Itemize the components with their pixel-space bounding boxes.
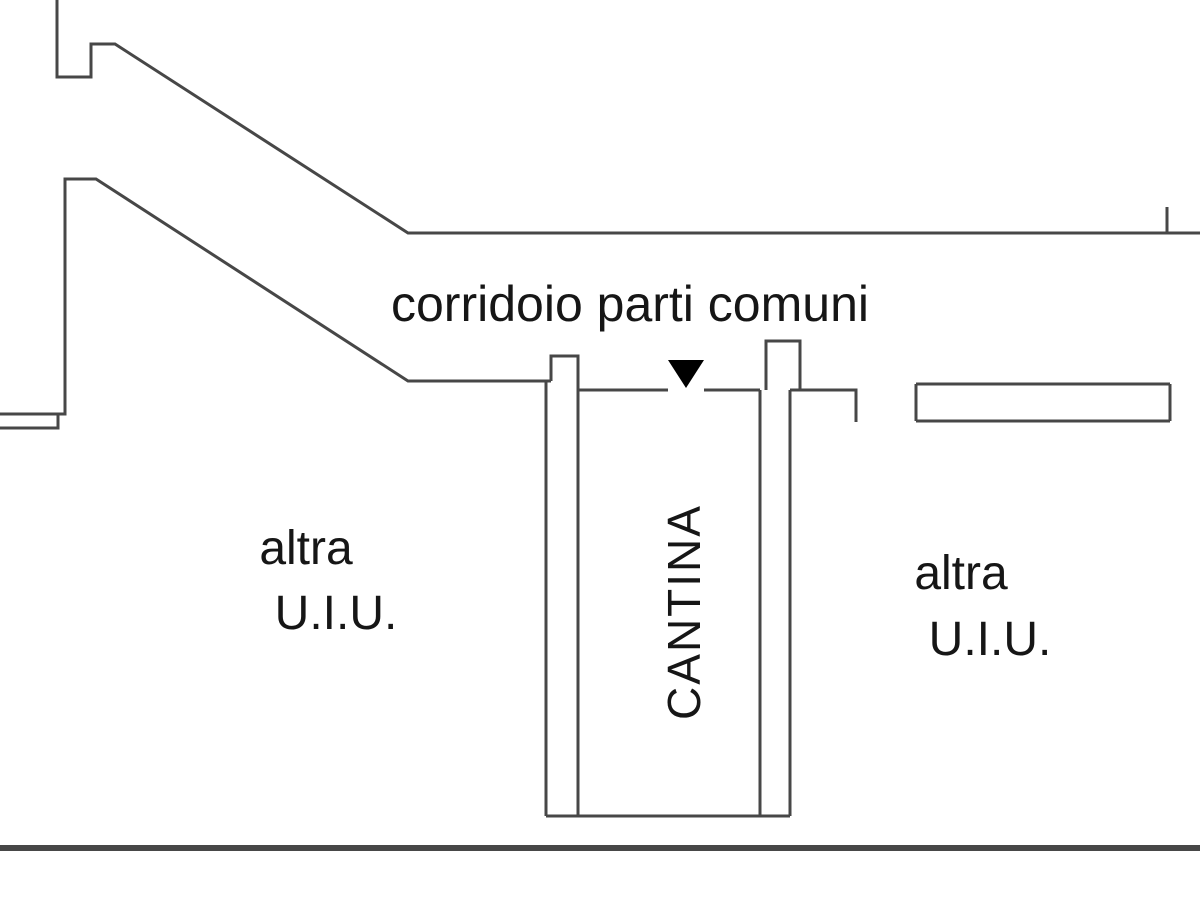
cantina-label: CANTINA (658, 504, 710, 720)
right-unit-label-line2: U.I.U. (929, 613, 1052, 666)
wall-lower-boundary (0, 177, 551, 430)
wall-right-room-top (914, 382, 1172, 423)
corridor-label: corridoio parti comuni (391, 276, 869, 332)
wall-cantina-left-side (544, 354, 580, 816)
left-unit-label-line2: U.I.U. (275, 587, 398, 640)
door-arrow-icon (668, 360, 704, 388)
right-unit-label-line1: altra (914, 547, 1008, 600)
wall-right-room-entry (790, 388, 858, 422)
left-unit-label-line1: altra (259, 522, 353, 575)
wall-cantina-right-side (758, 339, 802, 816)
wall-upper-boundary (55, 0, 1200, 235)
